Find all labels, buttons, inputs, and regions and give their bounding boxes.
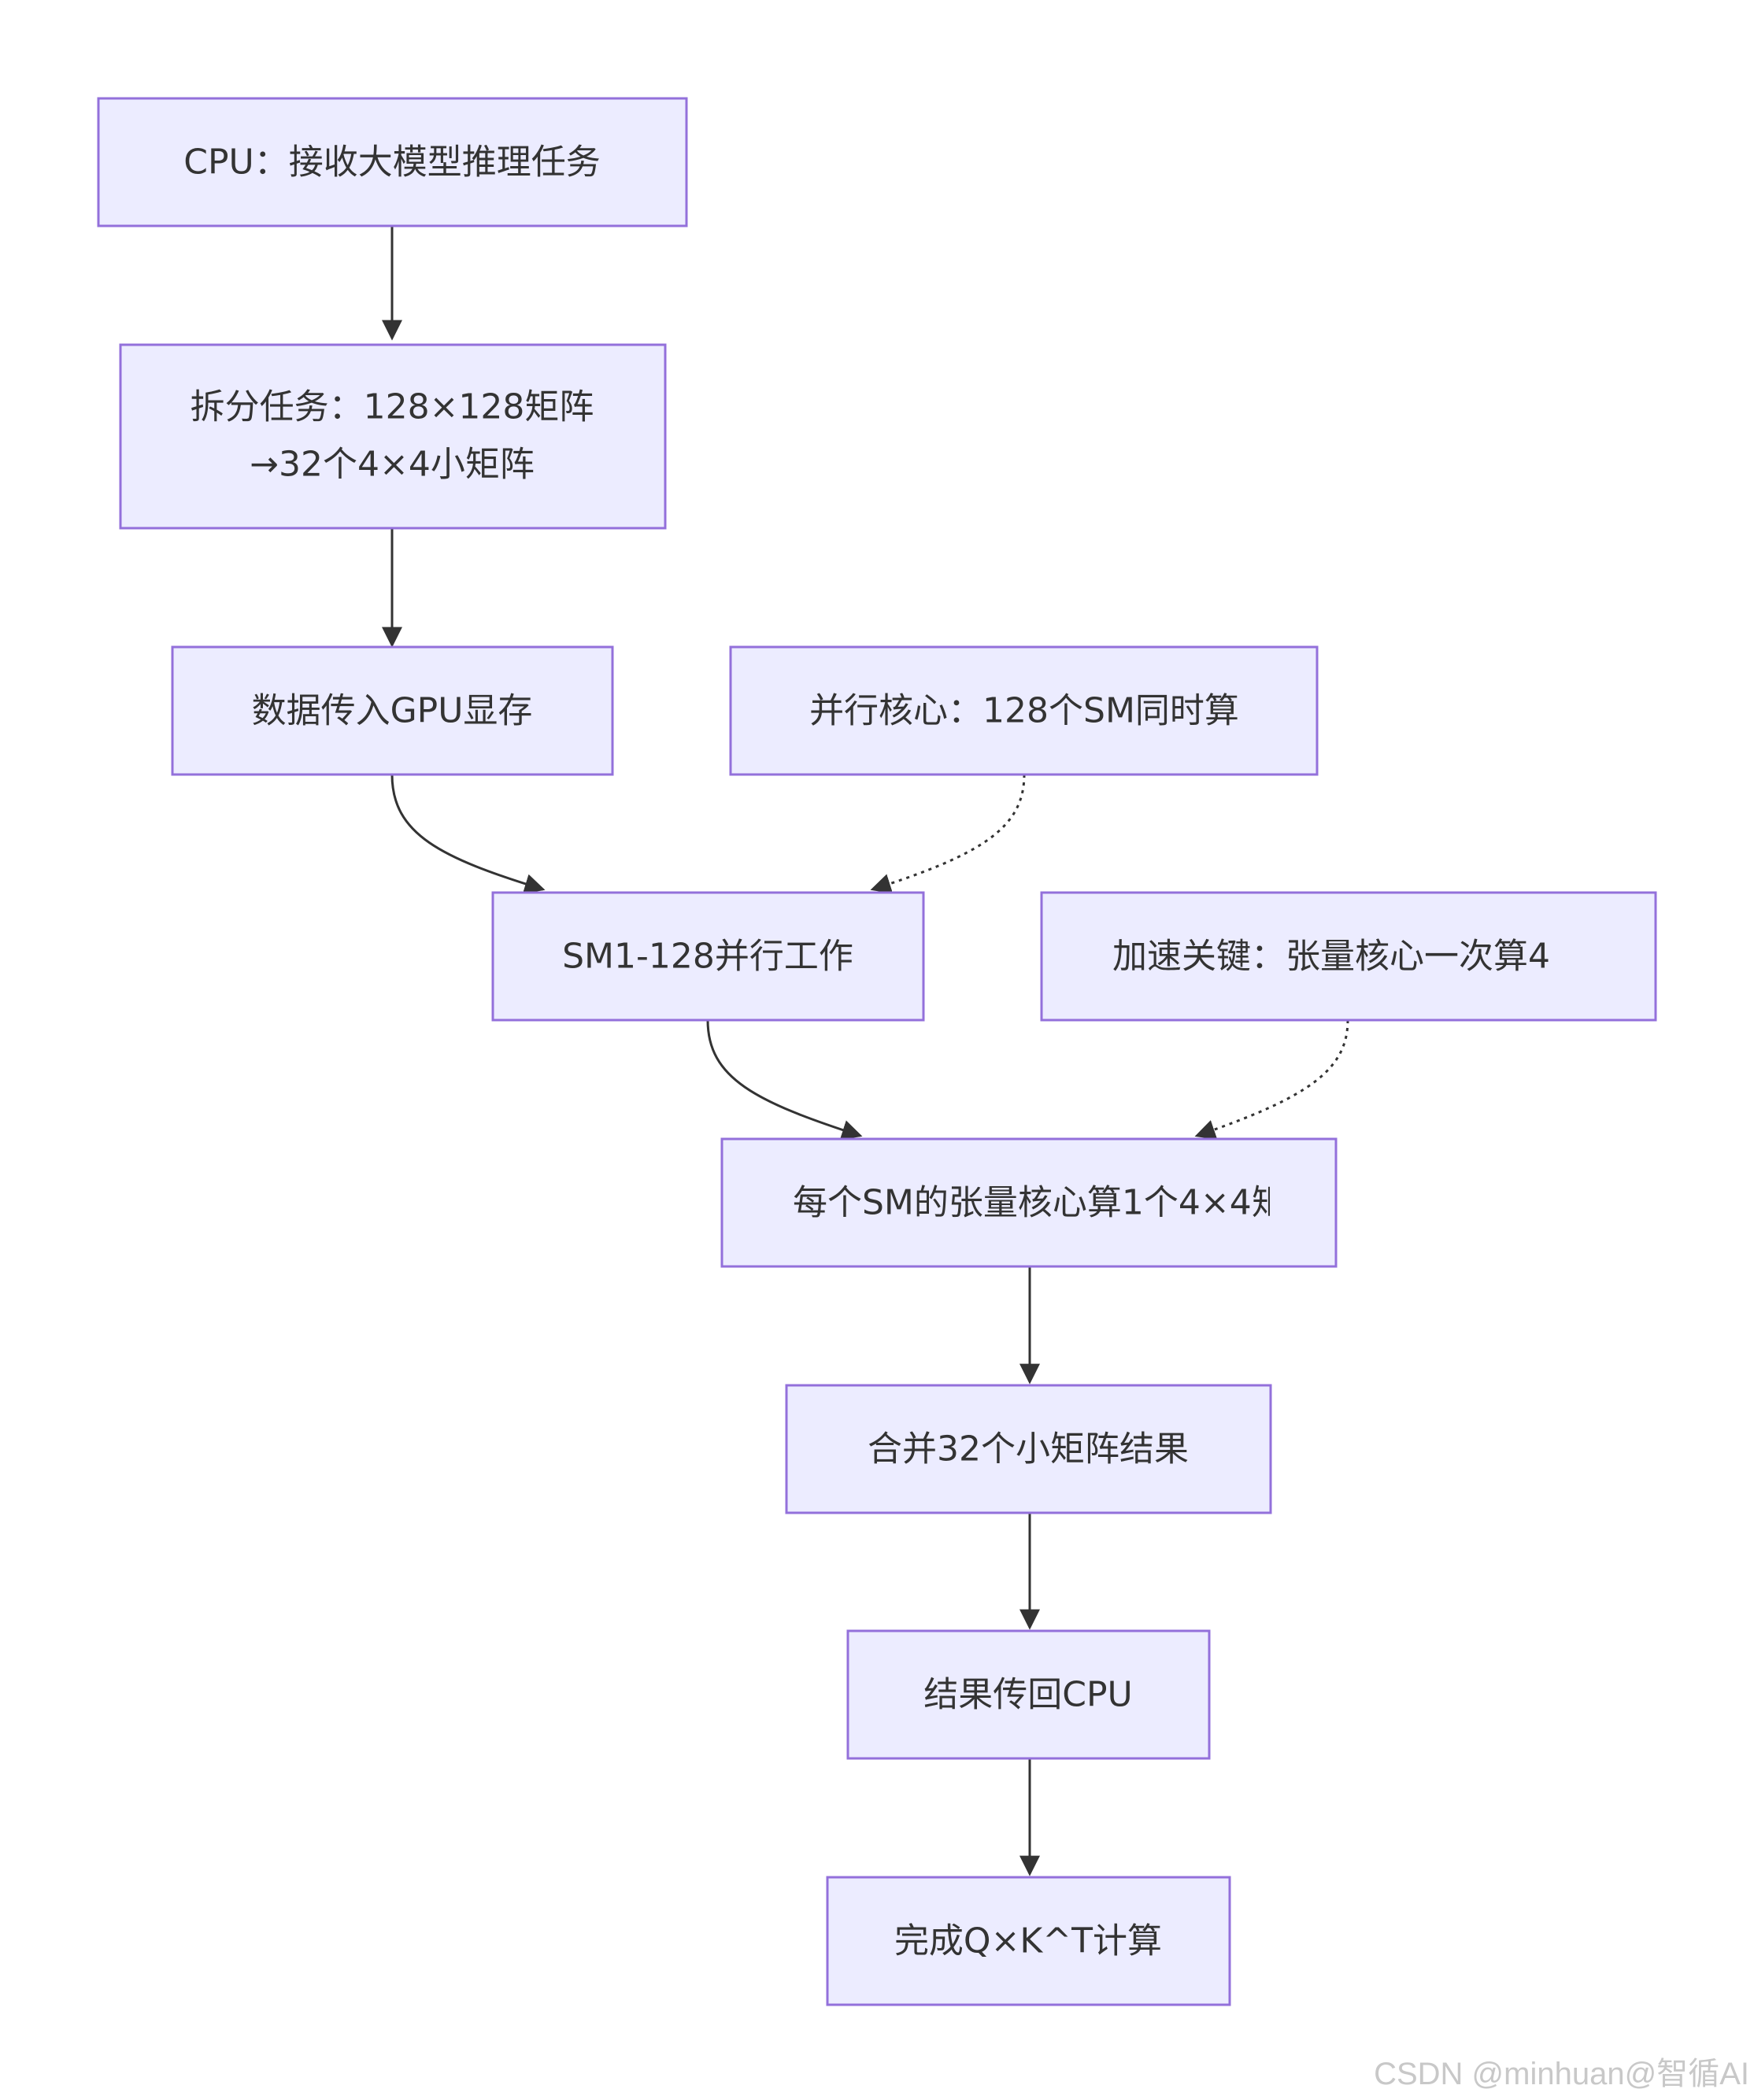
edge-upload-to-sm xyxy=(390,774,546,894)
node-split-task-line2: →32个4×4小矩阵 xyxy=(250,445,535,485)
node-return-cpu-label: 结果传回CPU xyxy=(923,1675,1132,1715)
node-done-label: 完成Q×K^T计算 xyxy=(894,1921,1162,1961)
node-parallel-cores: 并行核心：128个SM同时算 xyxy=(729,645,1319,776)
node-done: 完成Q×K^T计算 xyxy=(826,1876,1231,2006)
edge-sm-to-tensor xyxy=(706,1019,863,1141)
node-cpu-receive-label: CPU：接收大模型推理任务 xyxy=(183,142,600,183)
node-sm-parallel-label: SM1-128并行工作 xyxy=(562,937,853,977)
node-merge-label: 合并32个小矩阵结果 xyxy=(868,1429,1189,1470)
node-sm-parallel: SM1-128并行工作 xyxy=(491,891,925,1022)
edge-parallel-to-sm xyxy=(870,774,1026,894)
node-cpu-receive: CPU：接收大模型推理任务 xyxy=(97,97,688,227)
node-merge: 合并32个小矩阵结果 xyxy=(785,1384,1272,1514)
watermark: CSDN @minhuan@智循AI xyxy=(1374,2057,1749,2091)
node-upload-gpu: 数据传入GPU显存 xyxy=(171,645,614,776)
node-accel-key-label: 加速关键：张量核心一次算4 xyxy=(1112,937,1550,977)
node-split-task: 拆分任务：128×128矩阵 →32个4×4小矩阵 xyxy=(119,343,667,530)
node-return-cpu: 结果传回CPU xyxy=(846,1629,1211,1760)
node-upload-gpu-label: 数据传入GPU显存 xyxy=(252,691,533,731)
node-accel-key: 加速关键：张量核心一次算4 xyxy=(1040,891,1657,1022)
node-parallel-cores-label: 并行核心：128个SM同时算 xyxy=(809,691,1239,731)
node-split-task-line1: 拆分任务：128×128矩阵 xyxy=(191,387,594,427)
node-tensor-core-label: 每个SM的张量核心算1个4×4矩 xyxy=(793,1183,1286,1223)
node-tensor-core: 每个SM的张量核心算1个4×4矩 xyxy=(720,1137,1338,1268)
edge-accel-to-tensor xyxy=(1194,1019,1349,1140)
